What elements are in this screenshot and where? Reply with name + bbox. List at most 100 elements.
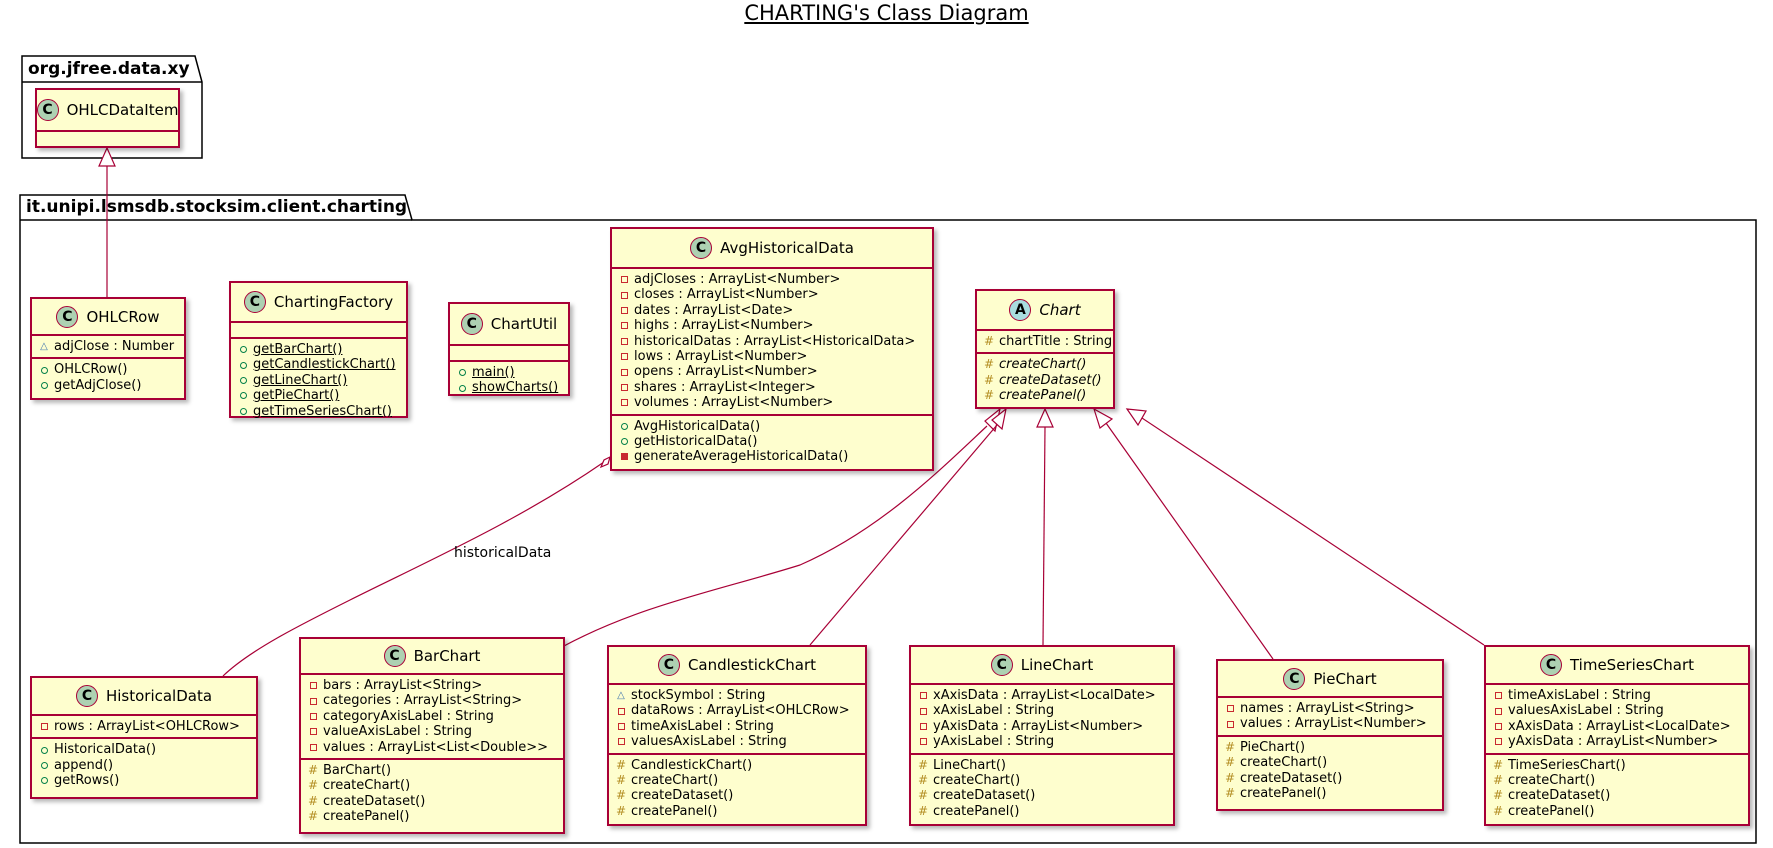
protected-visibility-icon: # <box>1492 757 1504 772</box>
private-visibility-icon <box>618 337 630 345</box>
public-visibility-icon <box>237 392 249 400</box>
private-visibility-icon <box>1224 705 1236 713</box>
class-name: BarChart <box>413 647 481 665</box>
edge-piechart-to-chart <box>1105 422 1274 660</box>
class-name: HistoricalData <box>105 687 213 705</box>
private-visibility-icon <box>615 707 627 715</box>
private-visibility-icon <box>615 722 627 730</box>
method-text: createDataset() <box>323 793 426 809</box>
protected-visibility-icon: # <box>307 793 319 808</box>
class-icon: C <box>690 237 713 259</box>
public-visibility-icon <box>456 384 468 392</box>
protected-visibility-icon: # <box>1492 788 1504 803</box>
method-text: append() <box>54 757 114 773</box>
edge-avghistoricaldata-historicaldata <box>222 461 605 677</box>
method-row: #BarChart() <box>307 763 563 778</box>
public-visibility-icon <box>38 746 50 754</box>
inheritance-arrowhead <box>1092 407 1114 429</box>
method-row: main() <box>456 365 568 380</box>
method-text: createChart() <box>999 357 1087 373</box>
package-charting-name: it.unipi.lsmsdb.stocksim.client.charting <box>26 197 408 217</box>
field-text: rows : ArrayList<OHLCRow> <box>54 719 240 734</box>
field-row: xAxisLabel : String <box>917 703 1173 718</box>
field-text: timeAxisLabel : String <box>631 718 774 734</box>
method-row: #PieChart() <box>1224 740 1442 755</box>
class-icon: C <box>657 654 680 676</box>
method-row: #createPanel() <box>983 388 1113 403</box>
protected-visibility-icon: # <box>917 788 929 803</box>
field-text: adjClose : Number <box>54 339 175 354</box>
field-text: categoryAxisLabel : String <box>323 708 494 724</box>
public-visibility-icon <box>237 346 249 354</box>
field-row: categoryAxisLabel : String <box>307 709 563 724</box>
field-row: dataRows : ArrayList<OHLCRow> <box>615 703 865 718</box>
private-visibility-icon <box>917 707 929 715</box>
method-text: createPanel() <box>1240 785 1327 801</box>
protected-visibility-icon: # <box>983 372 995 387</box>
method-row: getAdjClose() <box>38 378 184 393</box>
public-visibility-icon <box>38 777 50 785</box>
protected-visibility-icon: # <box>1224 770 1236 785</box>
field-text: shares : ArrayList<Integer> <box>634 379 816 395</box>
field-text: historicalDatas : ArrayList<HistoricalDa… <box>634 333 916 349</box>
class-name: PieChart <box>1313 669 1377 688</box>
protected-visibility-icon: # <box>1492 803 1504 818</box>
method-row: #createChart() <box>983 357 1113 372</box>
method-text: getLineChart() <box>253 372 348 388</box>
package-jfree-name: org.jfree.data.xy <box>28 59 190 79</box>
protected-visibility-icon: # <box>917 757 929 772</box>
fields-section: bars : ArrayList<String>categories : Arr… <box>301 673 563 758</box>
field-text: dataRows : ArrayList<OHLCRow> <box>631 703 850 719</box>
field-text: closes : ArrayList<Number> <box>634 287 819 303</box>
method-text: getBarChart() <box>253 342 343 357</box>
field-row: timeAxisLabel : String <box>615 719 865 734</box>
method-text: createDataset() <box>1508 788 1611 804</box>
method-text: createDataset() <box>933 788 1036 804</box>
field-row: xAxisData : ArrayList<LocalDate> <box>1492 719 1748 734</box>
public-visibility-icon <box>237 361 249 369</box>
method-text: createDataset() <box>1240 770 1343 786</box>
method-text: getAdjClose() <box>54 377 142 393</box>
inheritance-arrowhead <box>991 407 1007 431</box>
method-row: #createChart() <box>615 773 865 788</box>
private-visibility-icon <box>618 276 630 284</box>
field-text: valueAxisLabel : String <box>323 724 472 740</box>
private-visibility-icon <box>38 723 50 731</box>
protected-visibility-icon: # <box>615 757 627 772</box>
private-visibility-icon <box>618 368 630 376</box>
public-visibility-icon <box>618 422 630 430</box>
private-visibility-icon <box>618 306 630 314</box>
abstract-class-icon: A <box>1009 299 1032 321</box>
methods-section: main()showCharts() <box>450 360 568 399</box>
protected-visibility-icon: # <box>1224 755 1236 770</box>
field-row: opens : ArrayList<Number> <box>618 364 932 379</box>
class-name: LineChart <box>1020 656 1094 674</box>
field-text: opens : ArrayList<Number> <box>634 364 818 380</box>
method-text: getTimeSeriesChart() <box>253 403 393 419</box>
protected-visibility-icon: # <box>917 772 929 787</box>
protected-visibility-icon: # <box>615 803 627 818</box>
method-row: generateAverageHistoricalData() <box>618 449 932 464</box>
method-text: getCandlestickChart() <box>253 357 396 373</box>
field-row: bars : ArrayList<String> <box>307 678 563 693</box>
method-row: #LineChart() <box>917 758 1173 773</box>
